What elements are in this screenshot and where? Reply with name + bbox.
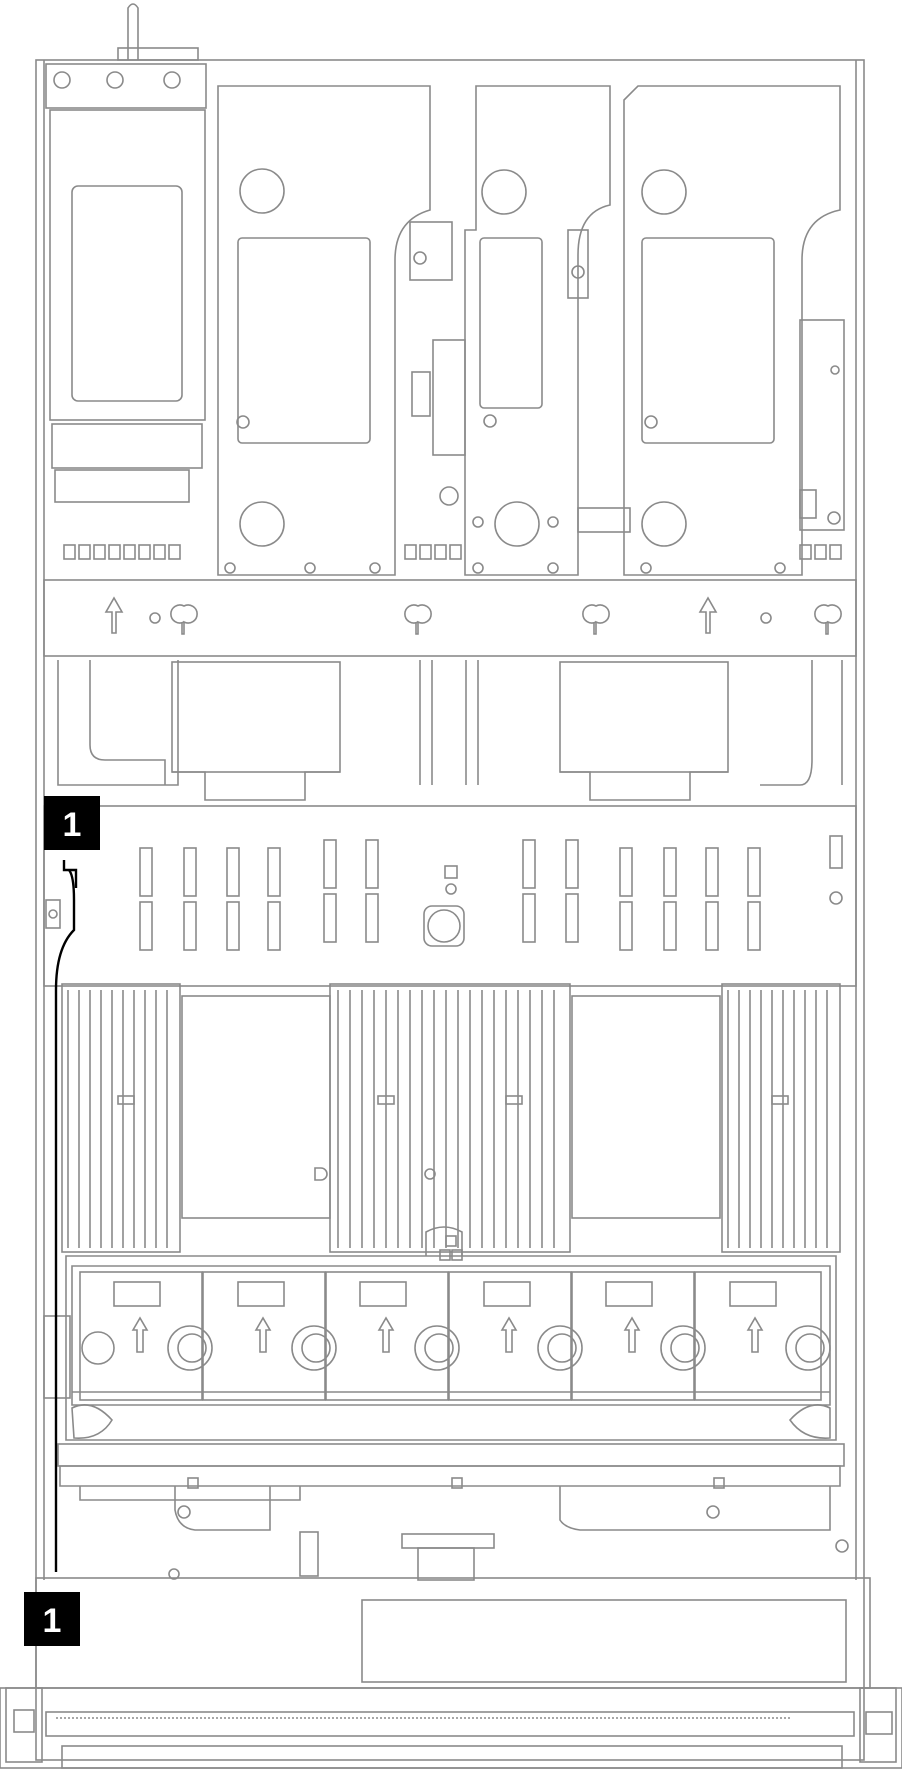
callout-1-top-label: 1 [63, 806, 82, 844]
fan-cage [65, 1226, 837, 1441]
riser-crossbar [43, 579, 857, 657]
power-supply-bay [45, 63, 207, 503]
processor-1 [181, 995, 331, 1219]
drive-backplane-bracket [57, 1443, 845, 1531]
routed-cable [54, 860, 78, 1572]
system-board-center-components [423, 835, 843, 947]
keyhole-slot-icon [170, 604, 198, 635]
air-baffle-left [57, 660, 433, 801]
dimm-bank-left [61, 983, 181, 1253]
callout-1-top: 1 [44, 796, 100, 850]
fan-airflow-icon [377, 1316, 395, 1353]
system-board-rear-components [409, 221, 845, 533]
rear-connector-row [63, 544, 842, 560]
fan-airflow-icon [623, 1316, 641, 1353]
fan-airflow-icon [131, 1316, 149, 1353]
up-arrow-icon [698, 596, 718, 634]
screw-icon [53, 71, 71, 89]
fan-airflow-icon [500, 1316, 518, 1353]
processor-2 [571, 995, 721, 1219]
fan-cage-handles [71, 1404, 831, 1439]
callout-1-bottom-label: 1 [43, 1602, 62, 1640]
pcie-slot-connectors [139, 839, 761, 951]
riser-cage-1 [217, 85, 431, 576]
front-io-components [168, 1531, 849, 1581]
dimm-bank-center [329, 983, 571, 1253]
fan-airflow-icon [254, 1316, 272, 1353]
fan-module-4 [448, 1271, 583, 1401]
callout-1-bottom: 1 [24, 1592, 80, 1646]
chassis-outline [35, 59, 865, 1761]
fan-module-5 [571, 1271, 706, 1401]
front-bezel [0, 1577, 902, 1769]
keyhole-slot-icon [582, 604, 610, 635]
fan-module-3 [325, 1271, 460, 1401]
fan-module-6 [694, 1271, 831, 1401]
fan-module-2 [202, 1271, 337, 1401]
top-handle [117, 3, 199, 61]
keyhole-slot-icon [814, 604, 842, 635]
air-baffle-right [465, 660, 843, 801]
keyhole-slot-icon [404, 604, 432, 635]
riser-cage-2 [464, 85, 611, 576]
fan-module-1 [79, 1271, 213, 1401]
riser-cage-3 [623, 85, 841, 576]
up-arrow-icon [104, 596, 124, 634]
dimm-bank-right [721, 983, 841, 1253]
system-board [43, 805, 857, 987]
fan-airflow-icon [746, 1316, 764, 1353]
